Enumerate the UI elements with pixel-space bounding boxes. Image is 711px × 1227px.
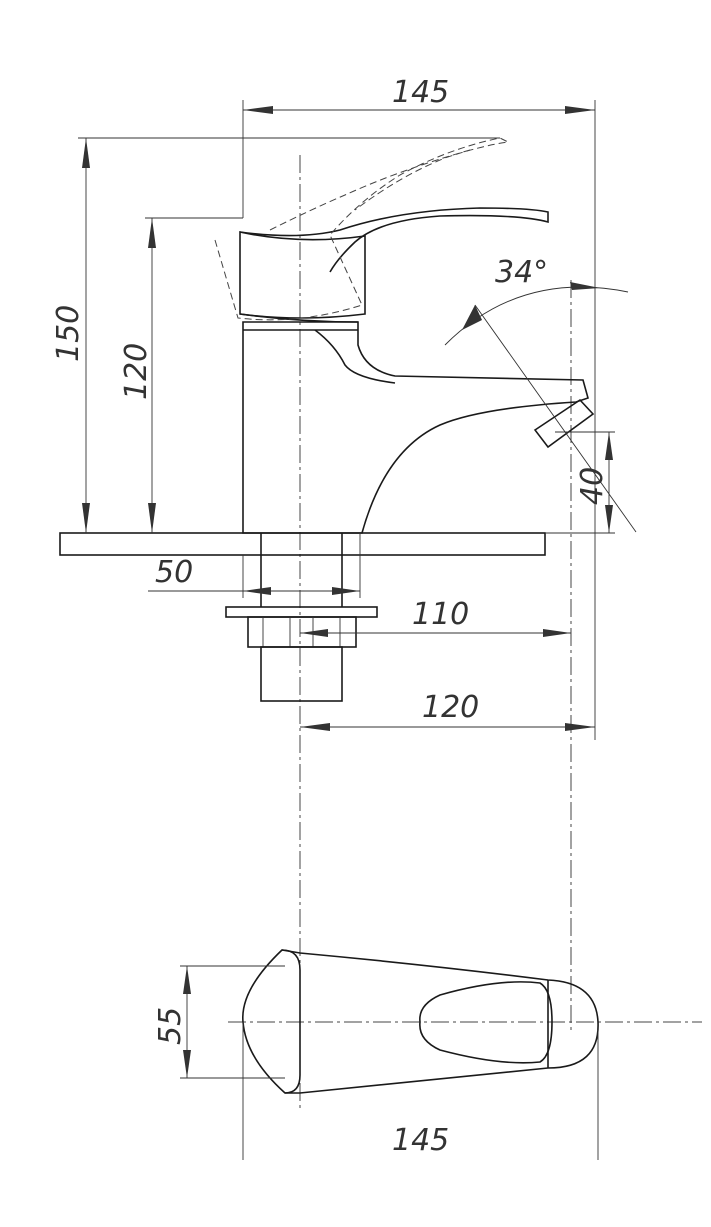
top-view-lever-slot xyxy=(419,981,553,1064)
dim-55-arrow-bottom xyxy=(183,1050,191,1078)
dim-angle-arrow-left xyxy=(462,305,482,330)
dim-120v-arrow-top xyxy=(148,218,156,248)
dim-50-arrow-right xyxy=(332,587,360,595)
faucet-body xyxy=(242,321,589,534)
cartridge-bottom xyxy=(239,313,359,323)
dim-angle-arrow-right xyxy=(570,282,600,290)
dim-120h-arrow-right xyxy=(565,723,595,731)
cartridge-head xyxy=(239,231,366,319)
base-plate xyxy=(59,532,546,556)
dim-120h-arrow-left xyxy=(300,723,330,731)
dim-angle-ext-line xyxy=(474,304,637,533)
dim-150-arrow-top xyxy=(82,138,90,168)
dim-150-arrow-bottom xyxy=(82,503,90,533)
dim-angle-label: 34° xyxy=(495,255,548,290)
dim-40-arrow-bottom xyxy=(605,505,613,533)
dim-110-arrow-right xyxy=(543,629,571,637)
dim-145-arrow-left xyxy=(243,106,273,114)
dim-145-arrow-right xyxy=(565,106,595,114)
dim-120v-label: 120 xyxy=(119,343,154,400)
dim-145-label: 145 xyxy=(392,75,449,110)
dim-40-arrow-top xyxy=(605,432,613,460)
dim-55-arrow-top xyxy=(183,966,191,994)
dim-120h-label: 120 xyxy=(422,690,479,725)
nut-flange xyxy=(225,606,378,618)
dim-50-label: 50 xyxy=(155,555,193,590)
dim-40-label: 40 xyxy=(575,467,610,505)
dim-55-label: 55 xyxy=(153,1007,188,1045)
spout-inner-line xyxy=(314,329,396,384)
dim-50-arrow-left xyxy=(243,587,271,595)
dim-145b-label: 145 xyxy=(392,1123,449,1158)
threaded-stud xyxy=(260,646,343,702)
dim-110-arrow-left xyxy=(300,629,328,637)
dim-120v-arrow-bottom xyxy=(148,503,156,533)
dim-150-label: 150 xyxy=(51,305,86,362)
lever-open-position-inner xyxy=(269,149,471,231)
top-view-handle-rear xyxy=(281,949,301,1094)
lever-open-position xyxy=(214,137,510,321)
dim-110-label: 110 xyxy=(412,597,469,632)
aerator xyxy=(533,398,595,449)
top-view-handle xyxy=(242,949,599,1094)
lever xyxy=(239,207,549,273)
